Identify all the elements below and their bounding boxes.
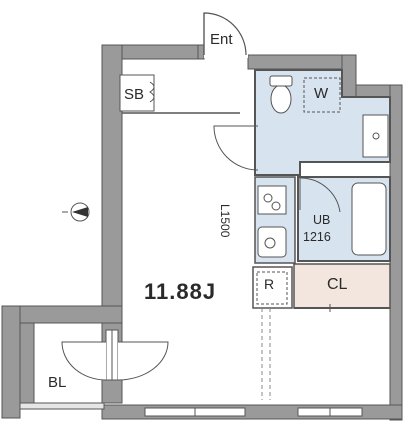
wet-area [213, 69, 391, 176]
refrigerator-space [252, 266, 293, 400]
kitchen-label: L1500 [218, 204, 232, 238]
compass-icon [62, 202, 90, 222]
unit-bath [297, 176, 391, 262]
balcony-label: BL [48, 374, 67, 391]
closet-label: CL [327, 276, 348, 293]
closet [293, 263, 391, 312]
kitchen [254, 176, 296, 264]
refrigerator-label: R [264, 276, 275, 292]
room-area-label: 11.88J [144, 279, 217, 304]
bottom-windows [19, 402, 363, 417]
entrance-door [203, 12, 248, 58]
balcony-door [61, 329, 169, 381]
shoe-box-label: SB [124, 86, 145, 103]
entrance-label: Ent [210, 31, 233, 48]
washer-label: W [314, 85, 329, 102]
bath-size-label: 1216 [303, 230, 331, 244]
shoe-box [119, 74, 240, 114]
bath-label: UB [313, 213, 331, 227]
